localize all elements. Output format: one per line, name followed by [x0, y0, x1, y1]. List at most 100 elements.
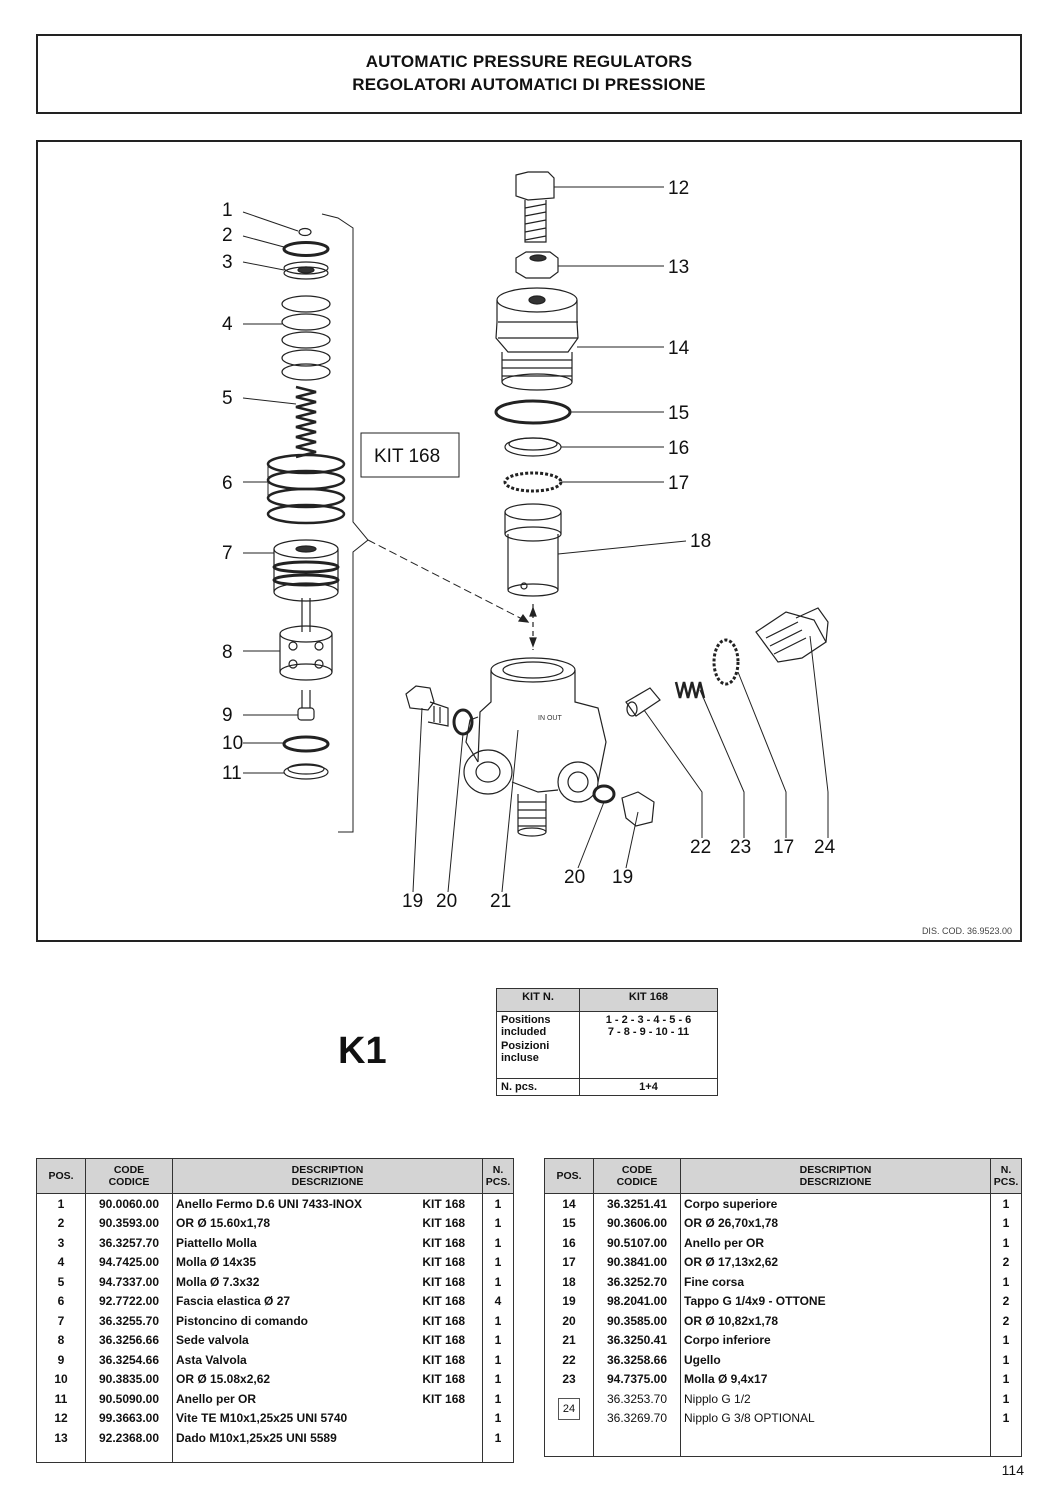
- pos-cell: 4: [36, 1252, 86, 1272]
- callout-4: 4: [222, 314, 233, 335]
- kit-table-positions-value: 1 - 2 - 3 - 4 - 5 - 6 7 - 8 - 9 - 10 - 1…: [579, 1011, 718, 1079]
- part-9-valve-stem: [297, 690, 315, 721]
- description-cell: Vite TE M10x1,25x25 UNI 5740: [176, 1411, 348, 1426]
- description-cell: Ugello: [680, 1350, 991, 1370]
- kit-cell: KIT 168: [416, 1389, 484, 1409]
- part-6-piston-rings: [266, 453, 346, 525]
- pos-cell: 22: [544, 1350, 594, 1370]
- pos-cell: 24: [544, 1389, 594, 1428]
- pcs-cell: 1: [1002, 1352, 1010, 1367]
- part-19-plug-left: [405, 685, 449, 727]
- pos-cell: 16: [544, 1233, 594, 1253]
- code-cell: 90.3593.00: [85, 1213, 173, 1233]
- part-7-control-piston: [272, 539, 340, 602]
- code-cell: 94.7337.00: [85, 1272, 173, 1292]
- description-cell: Dado M10x1,25x25 UNI 5589: [176, 1430, 337, 1445]
- pcs-cell: [991, 1442, 1022, 1457]
- pos-cell: 21: [544, 1330, 594, 1350]
- code-cell: 92.2368.00: [85, 1428, 173, 1448]
- code-cell: 90.3585.00: [593, 1311, 681, 1331]
- pos-cell: 7: [36, 1311, 86, 1331]
- kit-cell: KIT 168: [416, 1233, 484, 1253]
- description-cell: Anello Fermo D.6 UNI 7433-INOX: [176, 1196, 363, 1211]
- pos-box: 24: [558, 1397, 580, 1420]
- callout-11: 11: [222, 763, 242, 784]
- title-italian: REGOLATORI AUTOMATICI DI PRESSIONE: [352, 75, 706, 94]
- pos-cell: 15: [544, 1213, 594, 1233]
- pos-cell: [544, 1428, 594, 1442]
- description-cell: Asta Valvola: [176, 1352, 247, 1367]
- pcs-cell: [991, 1428, 1022, 1442]
- table-row-spacer: [544, 1442, 1022, 1457]
- header-pcs: N.PCS.: [990, 1158, 1022, 1194]
- callout-22: 22: [690, 837, 711, 858]
- kit-arrow-line: [367, 539, 529, 623]
- pos-cell: 19: [544, 1291, 594, 1311]
- title-english: AUTOMATIC PRESSURE REGULATORS: [365, 52, 693, 71]
- pos-cell: 3: [36, 1233, 86, 1253]
- part-5-small-spring: [295, 385, 317, 459]
- pcs-cell: 2: [1002, 1313, 1010, 1328]
- code-cell: 98.2041.00: [593, 1291, 681, 1311]
- kit-cell: [416, 1428, 484, 1448]
- pcs-cell: 1: [1002, 1196, 1010, 1211]
- part-13-nut: [515, 251, 559, 279]
- callout-2: 2: [222, 225, 233, 246]
- code-cell: 90.3835.00: [85, 1369, 173, 1389]
- pos-cell: 9: [36, 1350, 86, 1370]
- callout-7: 7: [222, 543, 233, 564]
- pcs-cell: 1: [1002, 1372, 1010, 1387]
- kit-cell: KIT 168: [416, 1350, 484, 1370]
- code-cell: 92.7722.00: [85, 1291, 173, 1311]
- code-cell: 90.5090.00: [85, 1389, 173, 1409]
- callout-19-left: 19: [402, 891, 423, 912]
- callout-16: 16: [668, 438, 689, 459]
- pos-cell: 5: [36, 1272, 86, 1292]
- code-cell: 36.3269.70: [593, 1408, 681, 1428]
- pcs-cell: 1: [494, 1313, 502, 1328]
- callout-9: 9: [222, 705, 233, 726]
- callout-15: 15: [668, 403, 689, 424]
- pcs-cell: 1: [494, 1274, 502, 1289]
- kit-arrow-head: [517, 613, 530, 623]
- pcs-cell: [483, 1448, 514, 1463]
- pos-cell: 17: [544, 1252, 594, 1272]
- pos-cell: [36, 1447, 86, 1462]
- kit-cell: KIT 168: [416, 1252, 484, 1272]
- description-cell: Molla Ø 9,4x17: [680, 1369, 991, 1389]
- description-cell: [173, 1448, 417, 1463]
- callout-10: 10: [222, 733, 243, 754]
- callout-8: 8: [222, 642, 233, 663]
- part-16-ring: [504, 437, 562, 457]
- pcs-cell: 1: [494, 1391, 502, 1406]
- pos-cell: 8: [36, 1330, 86, 1350]
- pos-cell: 14: [544, 1193, 594, 1214]
- kit-cell: KIT 168: [416, 1213, 484, 1233]
- description-cell: Nipplo G 1/2: [680, 1389, 991, 1409]
- part-24-nipple: [755, 607, 829, 663]
- description-cell: OR Ø 15.08x2,62: [176, 1372, 271, 1387]
- callout-6: 6: [222, 473, 233, 494]
- part-10-o-ring: [282, 735, 330, 753]
- pos-cell: 23: [544, 1369, 594, 1389]
- callout-3: 3: [222, 252, 233, 273]
- code-cell: 90.0060.00: [85, 1193, 173, 1214]
- pcs-cell: 1: [494, 1372, 502, 1387]
- part-21-lower-body: IN OUT: [463, 657, 607, 837]
- code-cell: 36.3250.41: [593, 1330, 681, 1350]
